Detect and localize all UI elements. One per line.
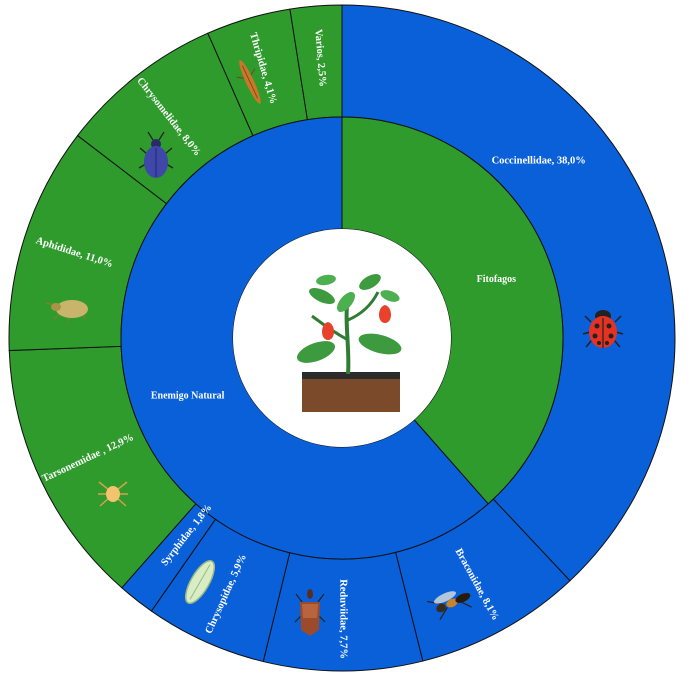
- outer-label-varios: Varios, 2,5%: [312, 29, 327, 87]
- thrips-icon: [236, 60, 261, 104]
- wasp-icon: [426, 591, 472, 620]
- beetle-icon: [138, 131, 174, 178]
- outer-label-coccinellidae: Coccinellidae, 38,0%: [492, 155, 586, 166]
- inner-label-fitofagos: Fitofagos: [477, 274, 517, 285]
- assassin-bug-icon: [294, 589, 326, 636]
- lacewing-egg-icon: [184, 559, 216, 605]
- inner-ring: [120, 116, 564, 560]
- outer-label-reduviidae: Reduviidae, 7,7%: [337, 579, 348, 659]
- aphid-icon: [45, 300, 88, 322]
- inner-label-enemigo-natural: Enemigo Natural: [151, 391, 225, 402]
- ladybug-icon: [582, 310, 624, 348]
- mite-icon: [98, 481, 128, 507]
- pepper-plant-icon: [296, 274, 402, 412]
